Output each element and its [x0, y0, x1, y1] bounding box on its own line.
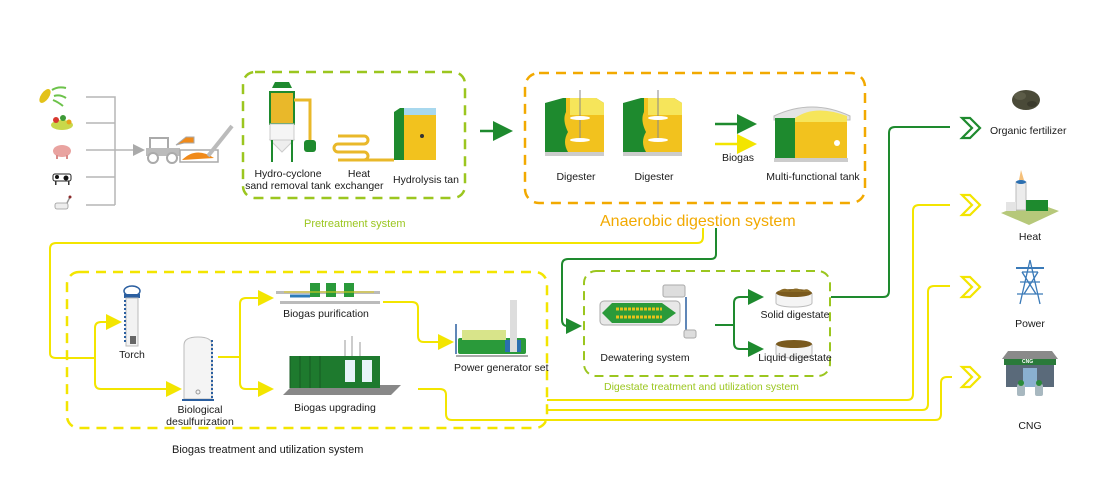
corn-icon	[39, 86, 67, 107]
power-generator-icon	[455, 300, 528, 357]
digester-2-icon	[623, 90, 682, 156]
heat-plant-icon	[1001, 170, 1059, 225]
feedstock-connectors	[86, 96, 145, 206]
hydro-cyclone-icon	[268, 82, 316, 162]
heat-exchanger-icon	[332, 134, 394, 162]
line-to-power	[547, 285, 950, 411]
label-biogas-purification: Biogas purification	[283, 308, 369, 320]
label-biogas: Biogas	[721, 152, 755, 164]
chevron-power-icon	[959, 275, 982, 299]
biogas-system-box	[65, 270, 549, 430]
fertilizer-icon	[1012, 90, 1040, 110]
feeding-hopper-icon	[179, 124, 234, 163]
loader-icon	[146, 136, 195, 164]
label-liquid-digestate: Liquid digestate	[758, 352, 832, 364]
label-heat-exchanger: Heat exchanger	[334, 168, 384, 192]
label-heat: Heat	[1018, 231, 1042, 243]
power-tower-icon	[1016, 259, 1044, 305]
line-digestate-feed	[561, 228, 717, 334]
hydrolysis-tank-icon	[394, 108, 436, 160]
label-power-generator: Power generator set	[454, 362, 549, 374]
label-hydrolysis-tank: Hydrolysis tan	[393, 174, 459, 186]
torch-icon	[123, 285, 141, 347]
biogas-purification-icon	[276, 283, 380, 304]
label-power: Power	[1015, 318, 1045, 330]
label-desulfurization: Biological desulfurization	[166, 404, 234, 428]
label-digester-2: Digester	[634, 171, 674, 183]
label-multi-functional-tank: Multi-functional tank	[766, 171, 860, 183]
multi-functional-tank-icon	[773, 106, 851, 162]
digester-1-icon	[545, 90, 604, 156]
vegetables-icon	[51, 115, 73, 130]
chevron-fertilizer-icon	[959, 116, 982, 140]
pretreatment-title: Pretreatment system	[304, 218, 406, 230]
biogas-system-title: Biogas treatment and utilization system	[172, 444, 364, 456]
liquid-digestate-icon	[775, 340, 813, 359]
line-biogas-feed	[49, 228, 704, 359]
line-to-fertilizer	[831, 126, 950, 298]
chevron-cng-icon	[959, 365, 982, 389]
anaerobic-title: Anaerobic digestion system	[600, 213, 796, 230]
cow-icon	[52, 173, 72, 185]
desulfurization-tower-icon	[182, 336, 214, 401]
anaerobic-box	[523, 71, 867, 205]
cng-sign-text: CNG	[1022, 359, 1034, 365]
line-to-cng	[418, 376, 952, 421]
label-biogas-upgrading: Biogas upgrading	[294, 402, 376, 414]
label-hydro-cyclone: Hydro-cyclone sand removal tank	[245, 168, 331, 192]
label-cng: CNG	[1018, 420, 1042, 432]
line-to-heat	[547, 204, 950, 401]
digestate-system-title: Digestate treatment and utilization syst…	[604, 381, 799, 393]
biogas-upgrading-icon	[283, 336, 401, 395]
label-organic-fertilizer: Organic fertilizer	[990, 125, 1067, 137]
cng-station-icon	[1002, 351, 1058, 396]
label-solid-digestate: Solid digestate	[760, 309, 830, 321]
pig-icon	[53, 145, 71, 159]
goat-icon	[54, 195, 72, 210]
label-torch: Torch	[119, 349, 145, 361]
solid-digestate-icon	[775, 288, 813, 308]
chevron-heat-icon	[959, 193, 982, 217]
digestate-system-box	[583, 270, 831, 377]
label-digester-1: Digester	[556, 171, 596, 183]
dewatering-system-icon	[599, 284, 697, 339]
label-dewatering: Dewatering system	[600, 352, 690, 364]
